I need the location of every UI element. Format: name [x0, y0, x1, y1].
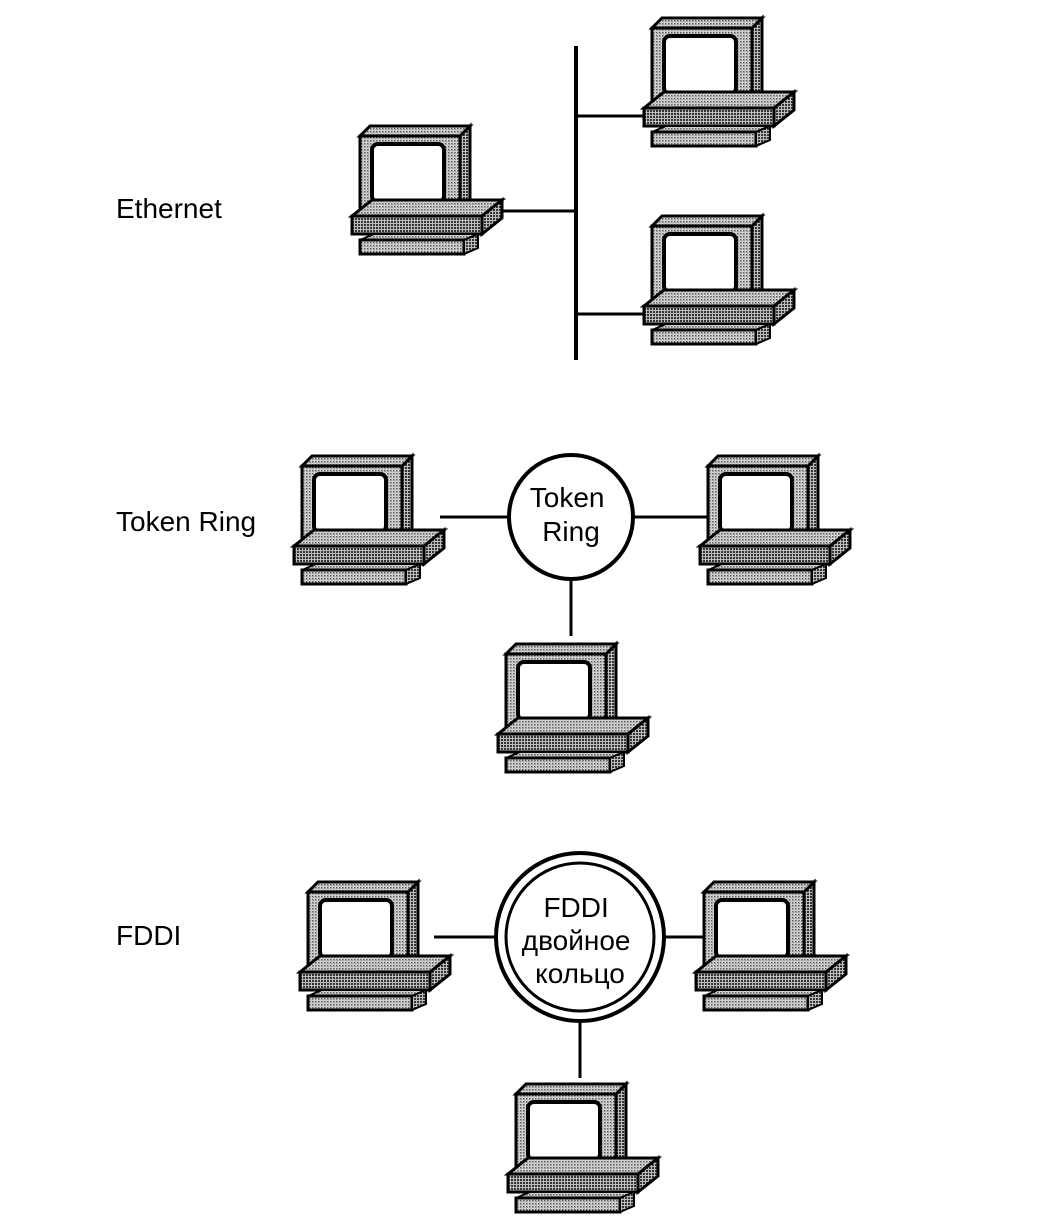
token-ring-hub-line-1: Token: [530, 482, 605, 513]
token-ring-label: Token Ring: [116, 506, 256, 537]
fddi-hub-line-3: кольцо: [535, 958, 625, 989]
fddi-hub-text: FDDI двойное кольцо: [522, 892, 639, 989]
token-ring-computer-bottom-icon: [496, 642, 650, 774]
ethernet-computer-top-right-icon: [642, 16, 796, 148]
ethernet-label: Ethernet: [116, 193, 222, 224]
fddi-hub-line-2: двойное: [522, 925, 631, 956]
ethernet-computer-left-icon: [350, 124, 504, 256]
token-ring-computer-left-icon: [292, 454, 446, 586]
fddi-computer-right-icon: [694, 880, 848, 1012]
token-ring-computer-right-icon: [698, 454, 852, 586]
fddi-hub-line-1: FDDI: [543, 892, 608, 923]
fddi-label: FDDI: [116, 920, 181, 951]
token-ring-hub-line-2: Ring: [542, 516, 600, 547]
fddi-hub-inner-ring: [504, 861, 656, 1013]
token-ring-hub-text: Token Ring: [530, 482, 613, 547]
ethernet-computer-bottom-right-icon: [642, 214, 796, 346]
fddi-computer-left-icon: [298, 880, 452, 1012]
fddi-computer-bottom-icon: [506, 1082, 660, 1214]
token-ring-hub: [507, 453, 635, 581]
